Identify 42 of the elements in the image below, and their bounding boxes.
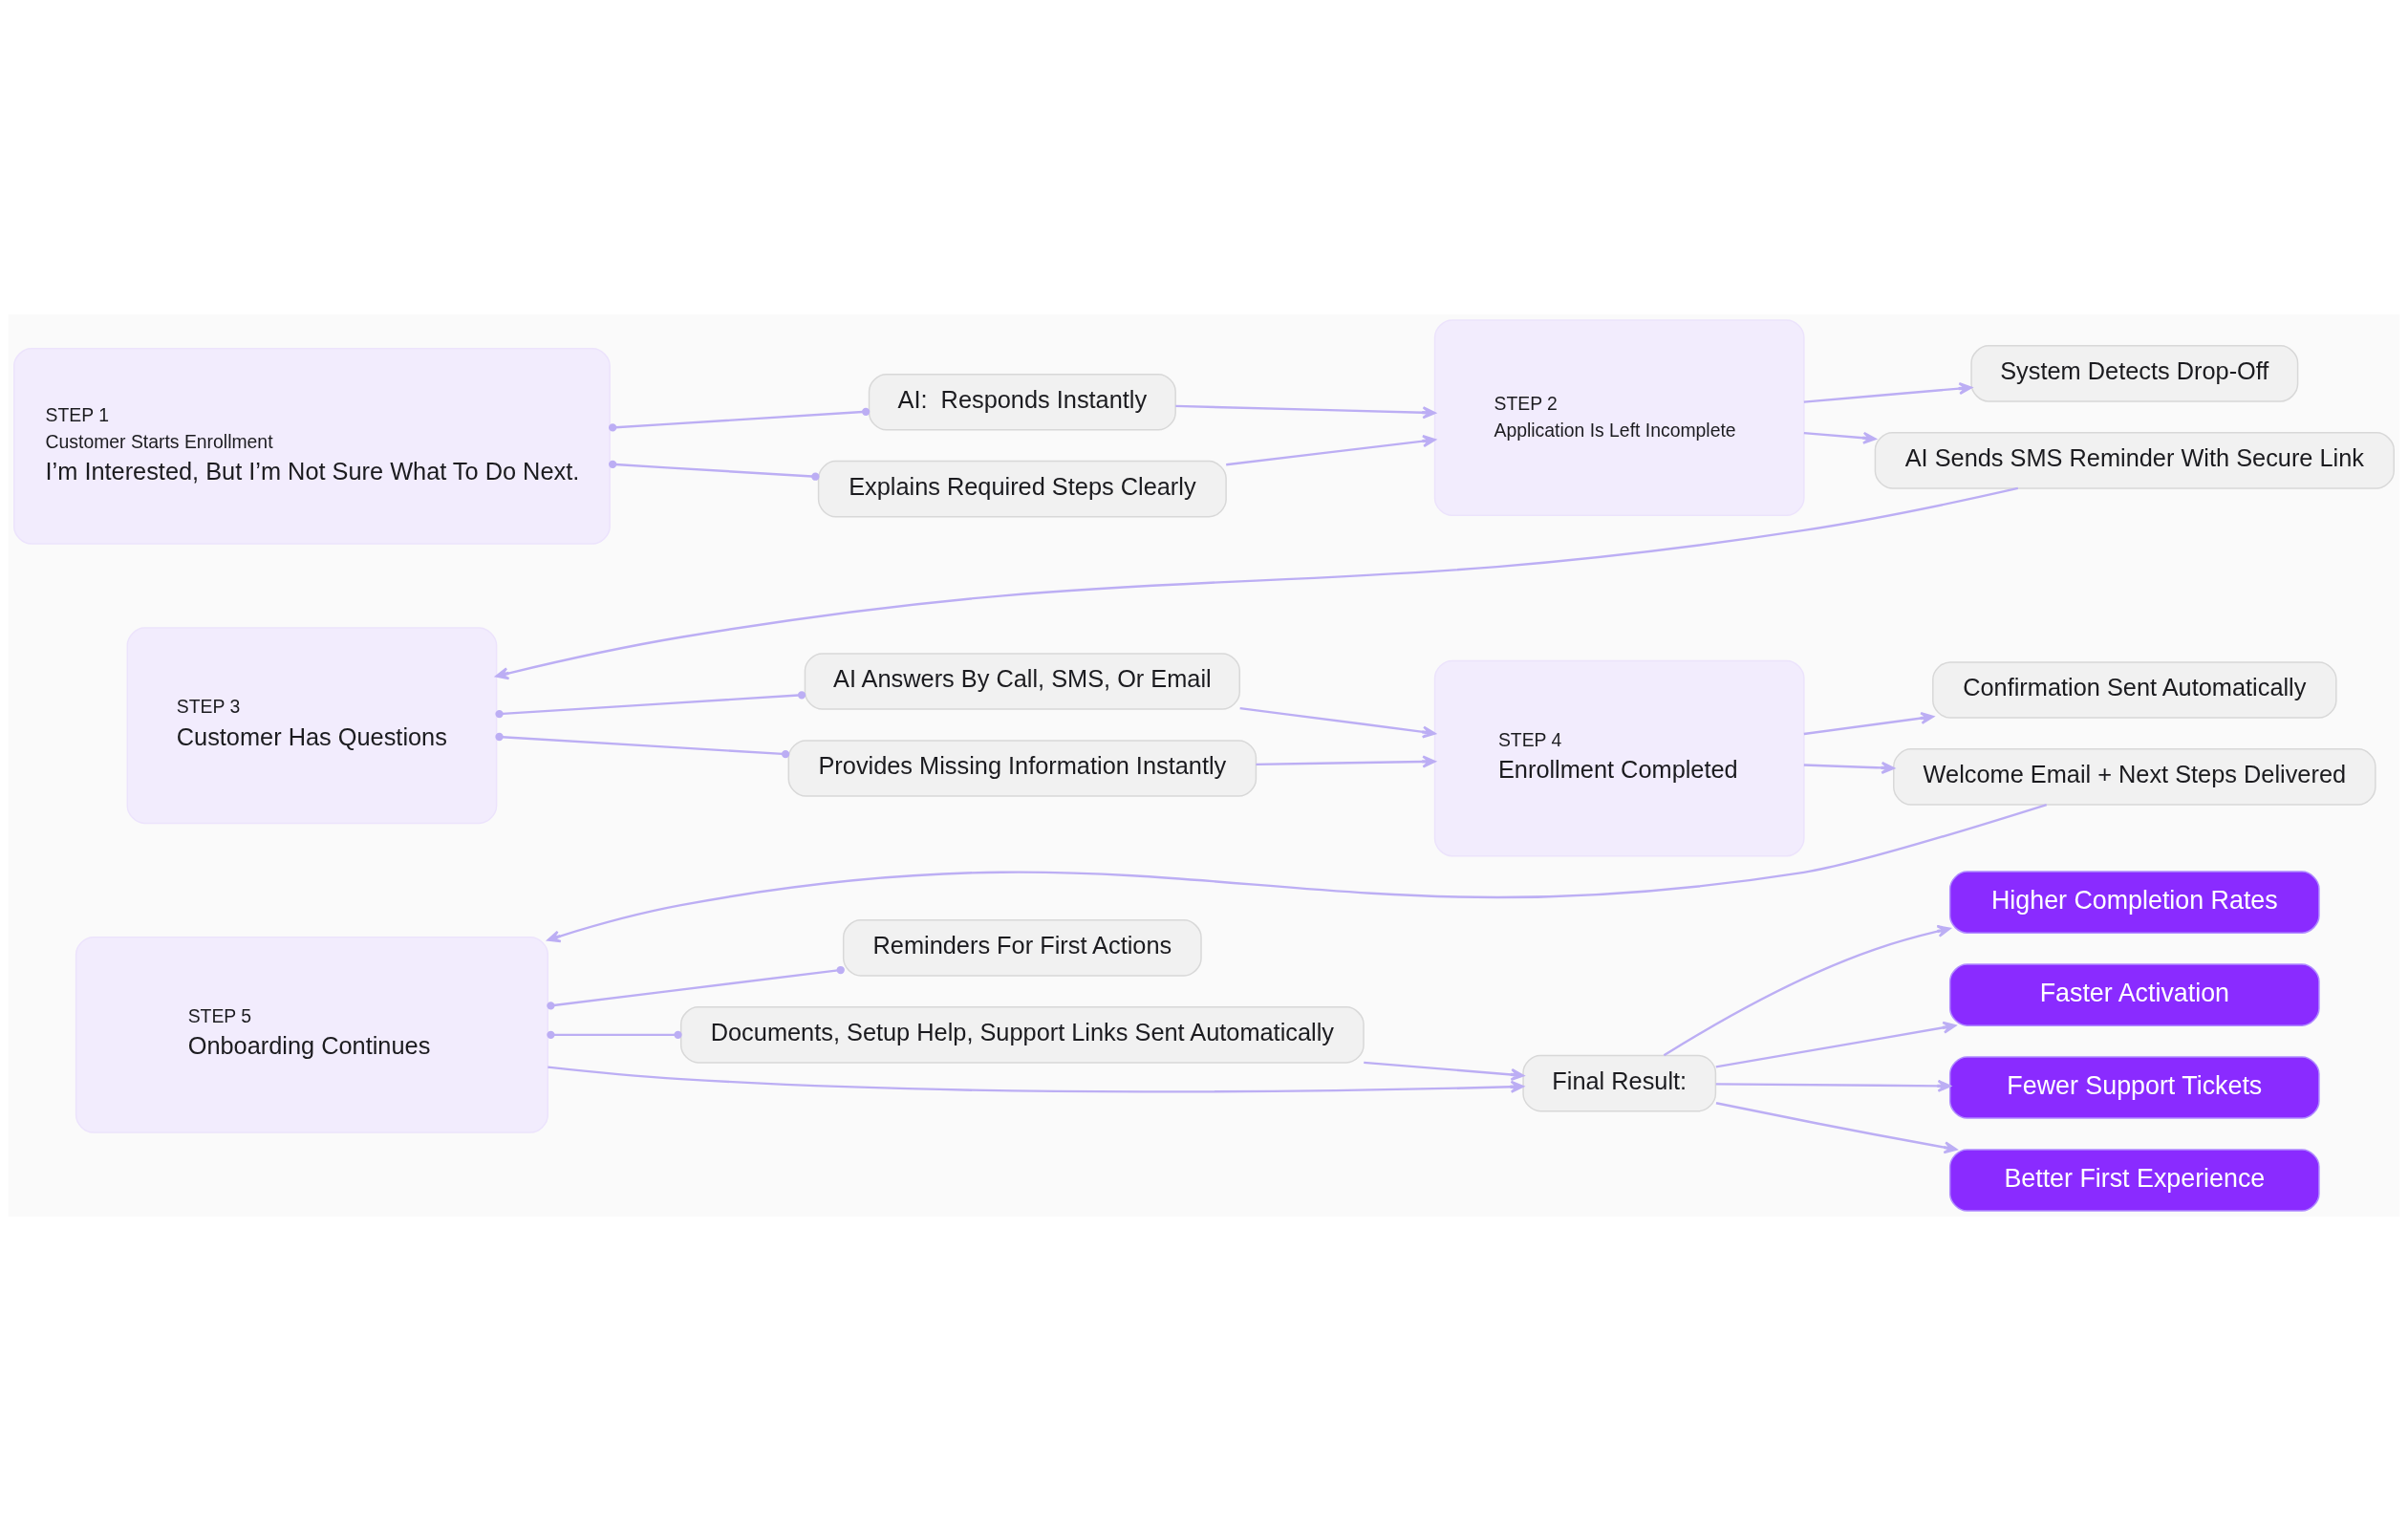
arrow	[1803, 431, 1877, 444]
connector	[609, 460, 820, 481]
node-box: STEP 3 Customer Has Questions	[126, 626, 498, 824]
connector	[495, 732, 790, 758]
arrow	[1364, 1061, 1525, 1081]
node-box: AI: Responds Instantly	[868, 373, 1176, 431]
arrow	[1256, 754, 1436, 768]
connector	[547, 965, 845, 1009]
node-box: Welcome Email + Next Steps Delivered	[1893, 747, 2376, 806]
node-box: STEP 5 Onboarding Continues	[75, 936, 548, 1133]
connector	[609, 407, 871, 432]
node-box: Final Result:	[1522, 1054, 1717, 1111]
node-box: Explains Required Steps Clearly	[817, 460, 1227, 517]
arrow	[1803, 711, 1934, 735]
node-box: STEP 1 Customer Starts Enrollment I’m Interested, But I’m Not Sure What To Do Next.	[13, 347, 611, 545]
node-box: Fewer Support Tickets	[1948, 1055, 2320, 1119]
arrow	[547, 803, 2048, 942]
node-box: STEP 2 Application Is Left Incomplete	[1433, 318, 1805, 516]
node-box: AI Sends SMS Reminder With Secure Link	[1874, 431, 2395, 489]
arrow	[1175, 404, 1436, 419]
node-box: Provides Missing Information Instantly	[787, 739, 1258, 797]
connector	[547, 1030, 682, 1039]
arrow	[1803, 761, 1895, 774]
node-box: Documents, Setup Help, Support Links Sent Automatically	[679, 1005, 1365, 1064]
arrow	[1715, 1101, 1958, 1153]
node-box: Higher Completion Rates	[1948, 870, 2320, 934]
arrow	[1239, 706, 1436, 738]
node-box: AI Answers By Call, SMS, Or Email	[804, 652, 1241, 710]
arrow	[495, 486, 2019, 679]
arrow	[1663, 924, 1951, 1056]
node-box: System Detects Drop-Off	[1970, 344, 2299, 402]
arrow	[1715, 1079, 1951, 1092]
arrow	[1226, 434, 1436, 465]
connector	[495, 690, 806, 718]
node-box: Faster Activation	[1948, 962, 2320, 1026]
node-box: STEP 4 Enrollment Completed	[1433, 659, 1805, 856]
node-box: Reminders For First Actions	[842, 918, 1202, 977]
arrow	[1803, 381, 1972, 403]
node-box: Confirmation Sent Automatically	[1932, 660, 2337, 719]
arrow	[548, 1065, 1524, 1093]
arrow	[1715, 1021, 1957, 1068]
node-box: Better First Experience	[1948, 1148, 2320, 1212]
